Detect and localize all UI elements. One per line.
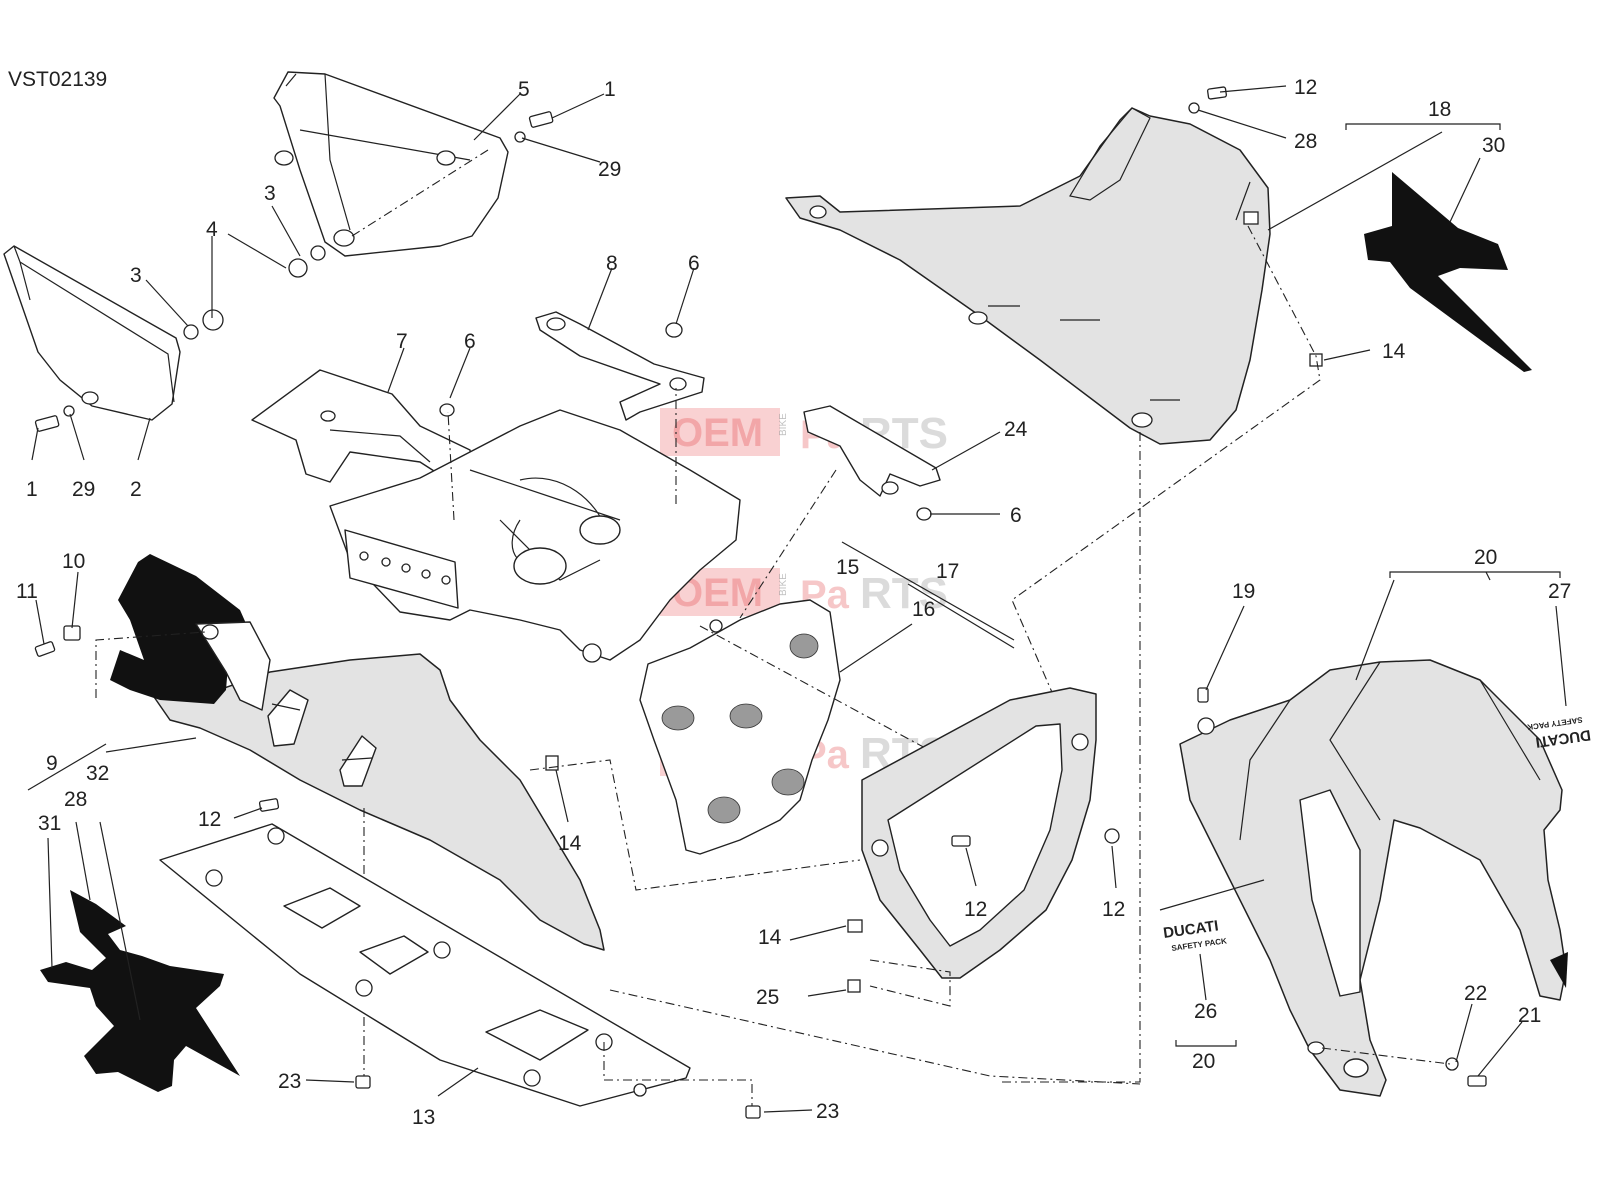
screw-icon [1197,687,1209,703]
label-part-21: 21 [1518,1004,1541,1027]
label-part-8: 8 [606,252,618,275]
nut-icon [1104,828,1120,844]
washer-icon [310,245,326,261]
label-part-17: 17 [936,560,959,583]
label-part-12: 12 [1102,898,1125,921]
label-part-6: 6 [1010,504,1022,527]
label-part-12: 12 [1294,76,1317,99]
label-part-30: 30 [1482,134,1505,157]
clip-icon [1309,353,1323,367]
screw-icon [34,415,60,432]
label-part-28: 28 [1294,130,1317,153]
label-part-11: 11 [16,580,38,603]
callout-labels: 1 5 29 3 4 3 1 29 2 8 6 7 6 24 6 12 28 1… [16,76,1571,1129]
washer-icon [63,405,75,417]
screw-icon [745,1105,761,1119]
label-part-5: 5 [518,78,530,101]
spacer-icon [288,258,308,278]
part-31-decal [40,890,240,1092]
washer-icon [183,324,199,340]
label-part-15: 15 [836,556,859,579]
label-part-26: 26 [1194,1000,1217,1023]
screw-icon [439,403,455,417]
part-16-mesh-panel [639,469,941,855]
label-part-27: 27 [1548,580,1571,603]
part-18-upper-fairing [785,86,1323,1083]
fasteners-top-left [34,111,554,432]
label-part-1: 1 [26,478,38,501]
label-part-14: 14 [758,926,782,949]
screw-icon [34,641,56,657]
label-part-2: 2 [130,478,142,501]
screw-icon [355,1075,371,1089]
screw-icon [951,835,971,847]
part-20-front-fairing [1179,659,1568,1097]
part-7-plate [251,369,473,483]
label-part-1: 1 [604,78,616,101]
label-part-22: 22 [1464,982,1487,1005]
washer-icon [1188,102,1200,114]
watermark-box [660,408,780,456]
label-part-29: 29 [72,478,95,501]
clip-icon [545,755,559,771]
part-30-decal [1364,172,1532,372]
label-part-23: 23 [278,1070,301,1093]
label-part-24: 24 [1004,418,1028,441]
screw-icon [665,322,683,338]
left-lower-fairing [95,554,605,1076]
part-2-side-panel [3,245,181,421]
label-part-25: 25 [756,986,779,1009]
screw-icon [847,979,861,993]
nut-icon [916,507,932,521]
leader-17-line [841,541,1015,641]
part-17-side-frame [609,687,1141,1085]
watermark-middle: BIKE [778,573,789,596]
diagram-code: VST02139 [8,68,107,91]
decal-27: DUCATI SAFETY PACK [1526,715,1591,751]
part-8-plate [535,311,705,421]
central-frame [329,388,741,663]
screw-icon [528,111,554,128]
label-part-9: 9 [46,752,58,775]
label-part-14: 14 [558,832,582,855]
nut-icon [63,625,81,641]
label-part-7: 7 [396,330,408,353]
label-part-18: 18 [1428,98,1451,121]
spacer-icon [202,309,224,331]
label-part-10: 10 [62,550,85,573]
decal-26: DUCATI SAFETY PACK [1162,917,1227,953]
label-part-29: 29 [598,158,621,181]
watermark-left: OEM [672,411,763,455]
label-part-19: 19 [1232,580,1255,603]
label-part-6: 6 [464,330,476,353]
label-part-31: 31 [38,812,61,835]
screw-icon [258,798,280,812]
label-part-32: 32 [86,762,109,785]
washer-icon [514,131,526,143]
part-13-bottom-plate [159,823,761,1119]
screw-icon [1467,1075,1487,1087]
label-part-13: 13 [412,1106,435,1129]
label-part-23: 23 [816,1100,839,1123]
label-part-14: 14 [1382,340,1406,363]
label-part-4: 4 [206,218,218,241]
label-part-28: 28 [64,788,87,811]
leader-lines [27,85,1567,1113]
clip-icon [847,919,863,933]
part-24-bracket [803,405,941,521]
part-14-clip-mid [529,755,861,891]
label-part-16: 16 [912,598,935,621]
label-part-12: 12 [964,898,987,921]
part-5-upper-bracket [273,71,509,257]
label-part-6: 6 [688,252,700,275]
label-part-20: 20 [1192,1050,1215,1073]
label-part-20: 20 [1474,546,1497,569]
label-part-3: 3 [264,182,276,205]
label-part-12: 12 [198,808,221,831]
washer-icon [1445,1057,1459,1071]
screw-icon [1207,86,1227,100]
label-part-3: 3 [130,264,142,287]
watermark-middle: BIKE [778,413,789,436]
